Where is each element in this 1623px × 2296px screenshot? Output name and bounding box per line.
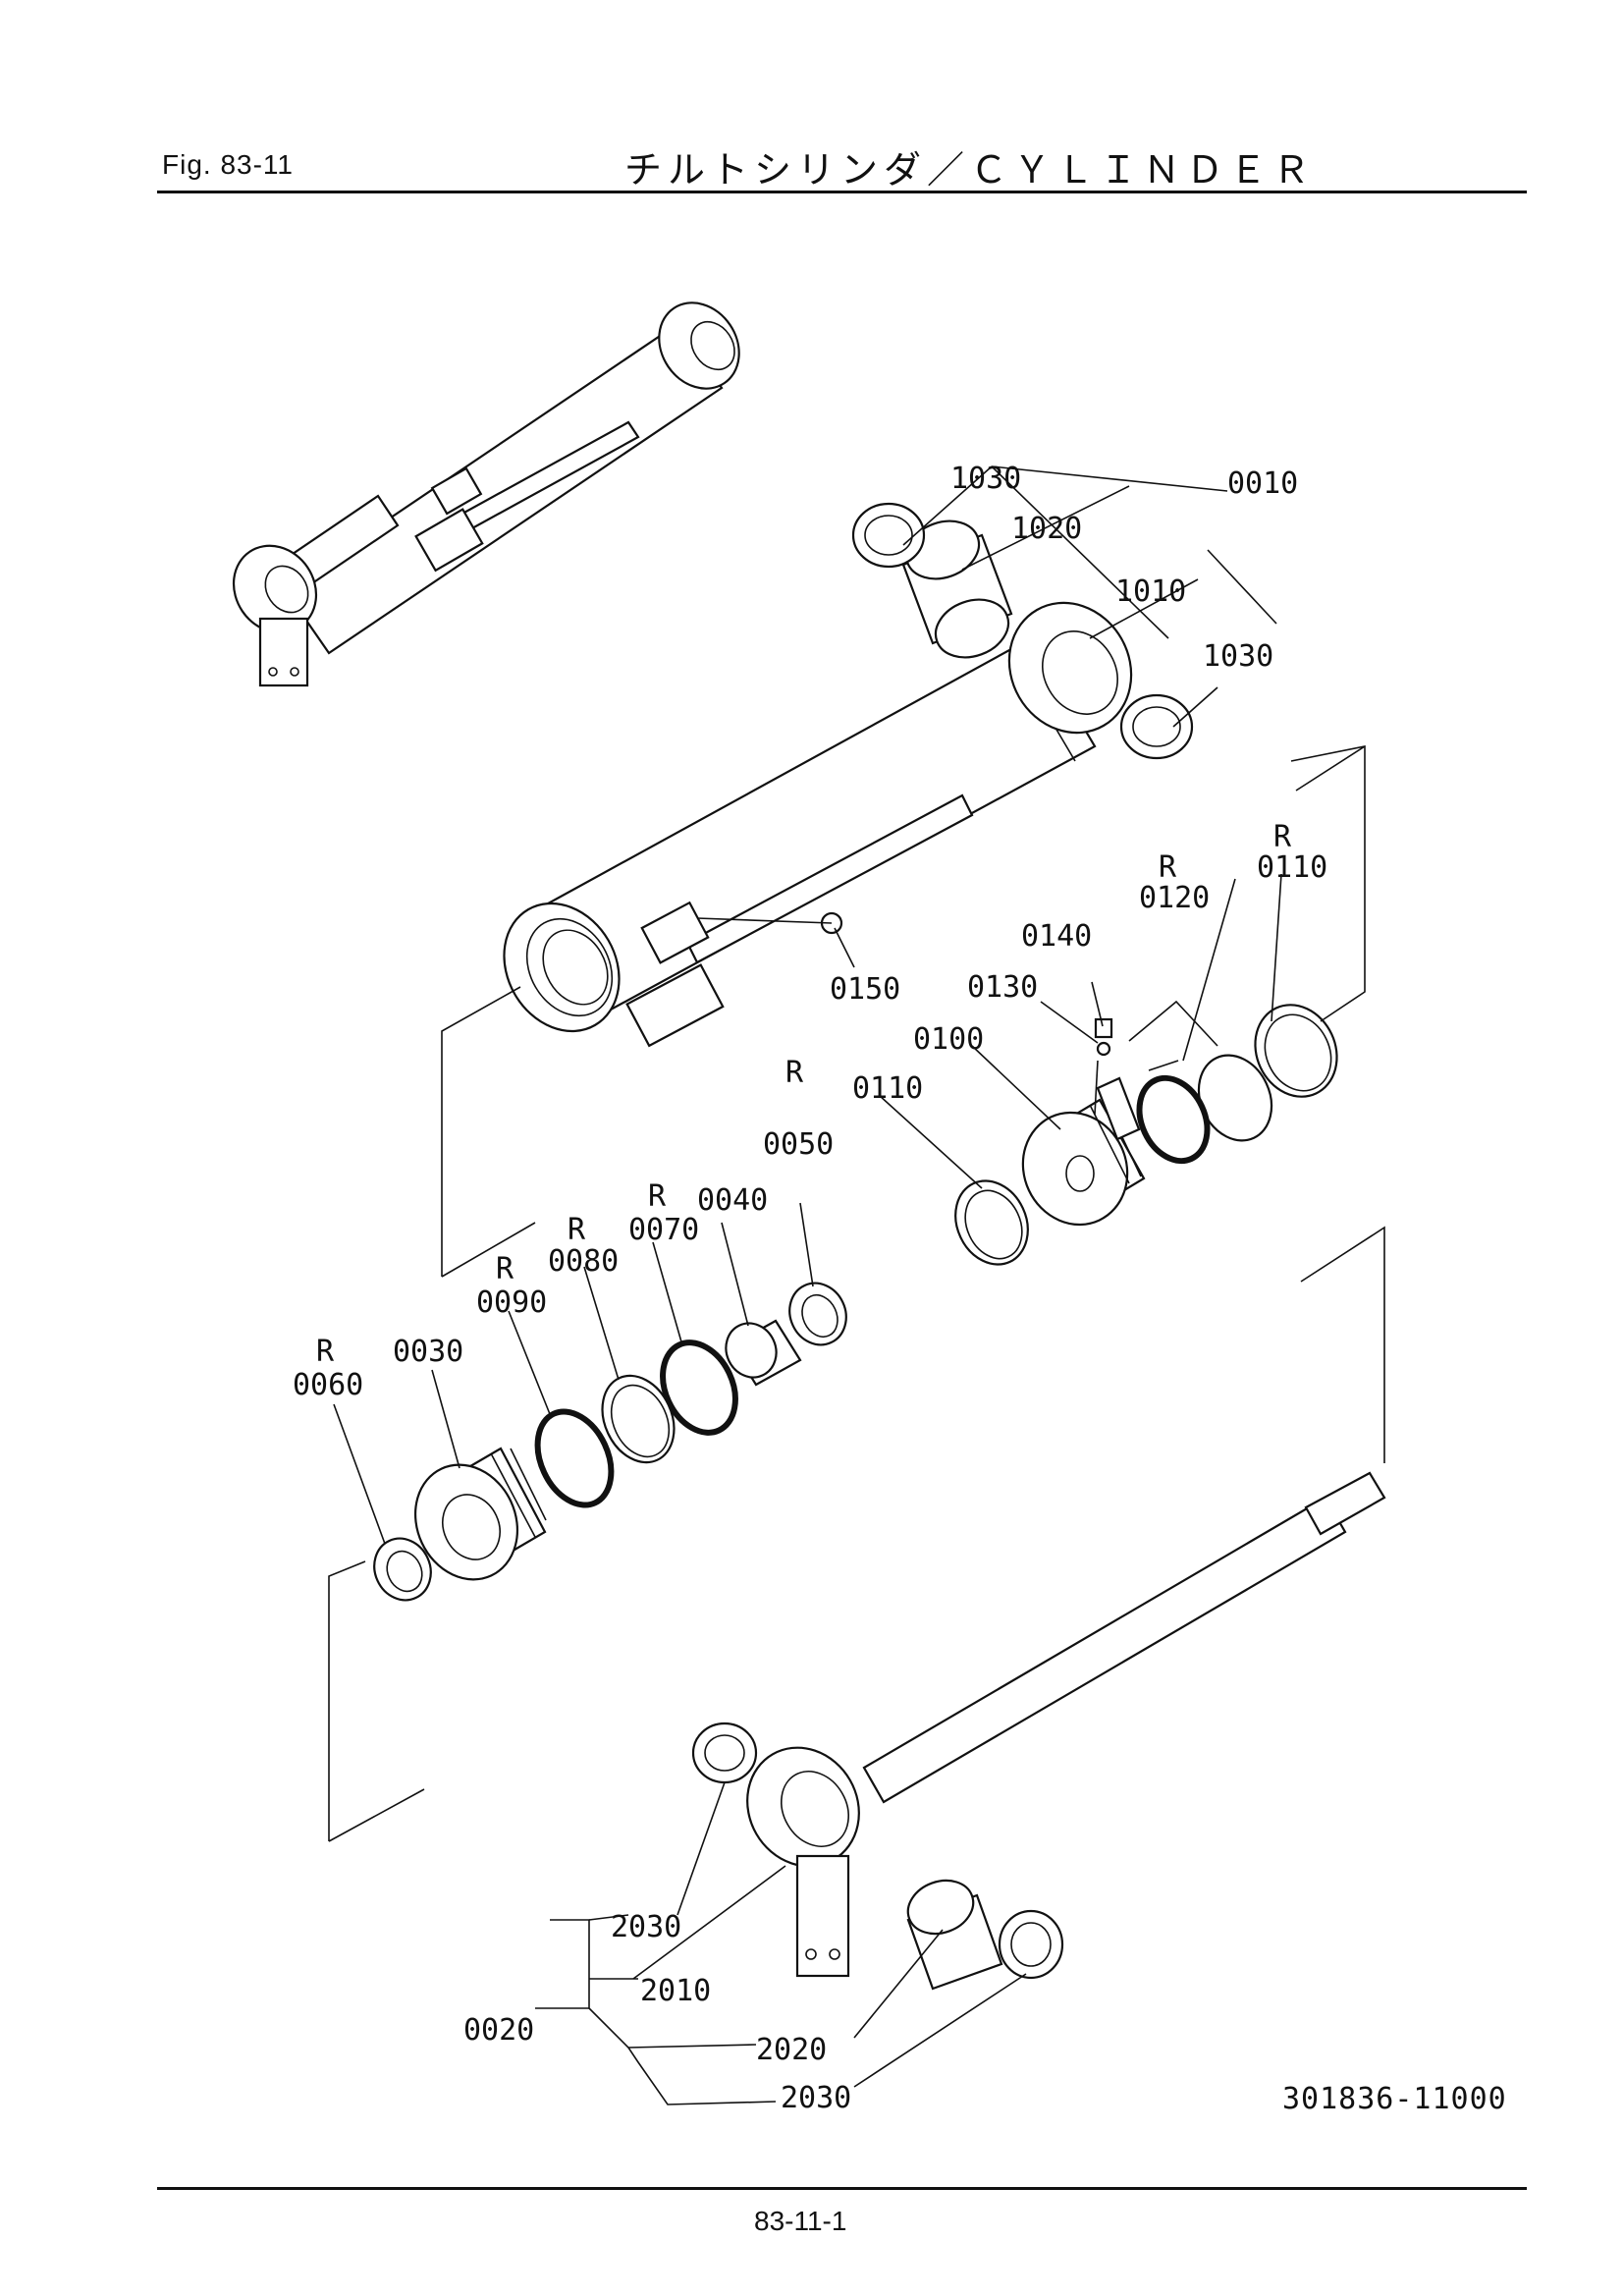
seal-0060 [373, 1537, 432, 1602]
callout-0110-mid: 0110 [852, 1071, 923, 1106]
callout-0080: 0080 [548, 1244, 619, 1279]
callout-2010: 2010 [640, 1974, 711, 2008]
overview-cylinder-illustration [232, 301, 740, 687]
piston-rod-2010 [746, 1471, 1386, 1978]
callout-0060-prefix: R [316, 1335, 335, 1369]
seal-2030-lower [998, 1909, 1064, 1980]
callout-0120: 0120 [1139, 881, 1210, 915]
ring-0110-right [1254, 1004, 1338, 1098]
rod-cover-0030 [413, 1447, 547, 1581]
callout-0030: 0030 [393, 1335, 463, 1369]
o-ring-0090 [534, 1408, 615, 1508]
ring-0080 [601, 1374, 676, 1464]
callout-0130: 0130 [967, 970, 1038, 1005]
callout-0070-prefix: R [648, 1179, 667, 1214]
callout-2030-lower: 2030 [781, 2081, 851, 2115]
callout-0110-right: 0110 [1257, 850, 1327, 885]
callout-1030-lower: 1030 [1203, 639, 1273, 674]
callout-0090: 0090 [476, 1285, 547, 1320]
callout-0040: 0040 [697, 1183, 768, 1218]
callout-0010: 0010 [1227, 466, 1298, 501]
callout-0070: 0070 [628, 1213, 699, 1247]
piston-0100 [1021, 1017, 1146, 1227]
screw-0140 [1094, 1017, 1113, 1039]
callout-0100: 0100 [913, 1022, 984, 1057]
o-ring-0120 [1136, 1074, 1211, 1165]
footer-rule [157, 2187, 1527, 2190]
callout-0050: 0050 [763, 1127, 834, 1162]
drawing-number: 301836-11000 [1282, 2082, 1507, 2116]
seal-2030-upper [691, 1722, 758, 1784]
callout-0090-prefix: R [496, 1252, 514, 1286]
callout-0150: 0150 [830, 972, 900, 1007]
callout-2020: 2020 [756, 2033, 827, 2067]
callout-0140: 0140 [1021, 919, 1092, 954]
page-number: 83-11-1 [754, 2206, 847, 2236]
o-ring-0070 [660, 1339, 738, 1436]
callout-labels: 1030 0010 1020 1010 1030 R 0110 R 0120 0… [293, 462, 1327, 2115]
header-rule [157, 191, 1527, 193]
seal-1030-lower [1119, 693, 1194, 760]
seal-1030-upper [851, 502, 926, 569]
callout-0080-prefix: R [568, 1213, 586, 1247]
bushing-2020 [906, 1879, 1003, 1991]
page-title: チルトシリンダ／ＣＹＬＩＮＤＥＲ [624, 148, 1317, 191]
callout-0060: 0060 [293, 1368, 363, 1402]
callout-0020: 0020 [463, 2013, 534, 2048]
figure-label: Fig. 83-11 [162, 149, 294, 180]
cylinder-tube-1010 [503, 601, 1133, 1048]
callout-1030-upper: 1030 [950, 462, 1021, 496]
dust-seal-0050 [788, 1282, 847, 1346]
bushing-0040 [725, 1319, 802, 1387]
callout-1020: 1020 [1011, 512, 1082, 546]
callout-0050-prefix: R [785, 1056, 804, 1090]
leader-lines [328, 465, 1385, 2105]
callout-1010: 1010 [1115, 574, 1186, 609]
callout-0120-prefix: R [1159, 850, 1177, 885]
ball-0130 [1096, 1041, 1111, 1057]
callout-2030-upper: 2030 [611, 1910, 681, 1944]
callout-0110-right-prefix: R [1273, 820, 1292, 854]
